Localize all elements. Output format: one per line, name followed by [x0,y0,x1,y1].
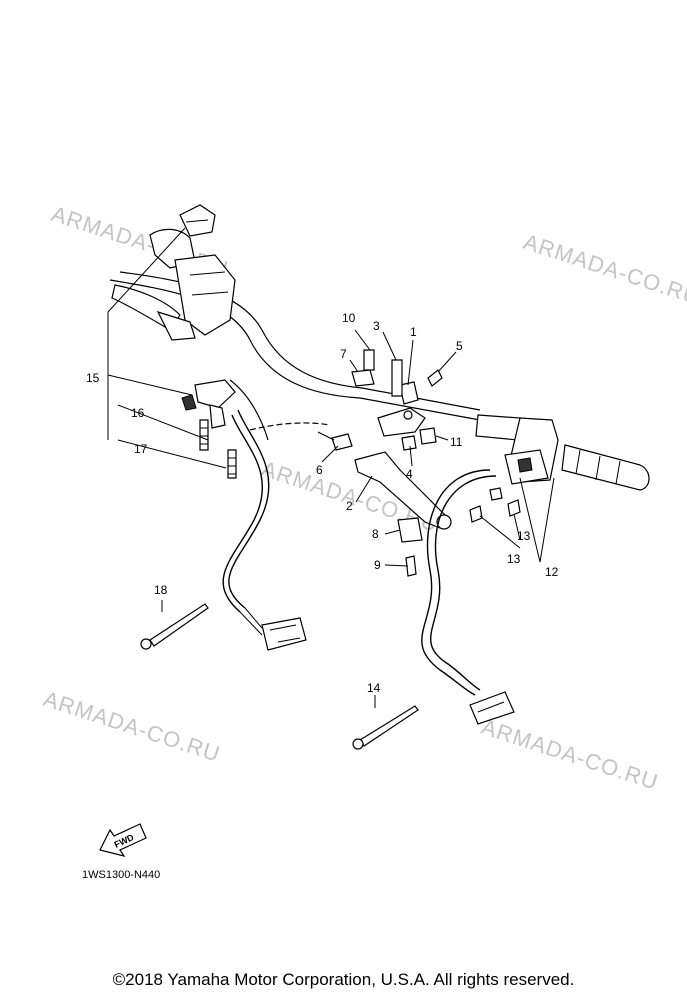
callout-13b: 13 [507,552,521,566]
left-wire-harness [222,409,307,651]
cable-tie-18 [140,603,209,650]
callout-6: 6 [316,463,323,477]
lever [354,451,452,530]
callout-16: 16 [131,406,145,420]
left-switch-assembly [111,204,236,429]
fwd-arrow-icon: FWD [99,823,147,857]
callout-17: 17 [134,442,148,456]
lever-holder [377,381,437,451]
switch-8 [397,517,423,543]
callout-15: 15 [86,371,100,385]
callout-4: 4 [406,467,413,481]
handlebar-outline [109,271,481,441]
callout-9: 9 [374,558,381,572]
callout-18: 18 [154,583,168,597]
callout-5: 5 [456,339,463,353]
cable-tie-14 [352,705,419,750]
callout-11: 11 [450,435,463,449]
diagram-code: 1WS1300-N440 [82,869,160,881]
callout-8: 8 [372,527,379,541]
callout-3: 3 [373,319,380,333]
right-switch-assembly [489,417,559,501]
screws-13 [469,499,521,523]
nut-6 [317,431,353,451]
callout-1: 1 [410,325,417,339]
callout-10: 10 [342,311,356,325]
right-wire-harness [421,469,515,725]
clip-7 [351,369,375,387]
screw-16 [199,419,209,451]
watermark: ARMADA-CO.RU [40,686,223,767]
watermark: ARMADA-CO.RU [520,229,687,310]
bolt-10 [363,349,375,371]
screw-5 [427,369,443,387]
right-handlebar-grip [475,414,650,491]
screw-9 [405,555,417,577]
copyright-notice: ©2018 Yamaha Motor Corporation, U.S.A. A… [112,970,575,989]
leader-lines-left [107,227,227,469]
callout-7: 7 [340,347,347,361]
callout-13a: 13 [517,529,531,543]
callout-14: 14 [367,681,381,695]
callout-12: 12 [545,565,559,579]
watermark: ARMADA-CO.RU [478,714,661,795]
screw-17 [227,449,237,479]
callout-2: 2 [346,499,353,513]
bolt-3 [391,359,403,397]
leader-lines [161,329,555,708]
